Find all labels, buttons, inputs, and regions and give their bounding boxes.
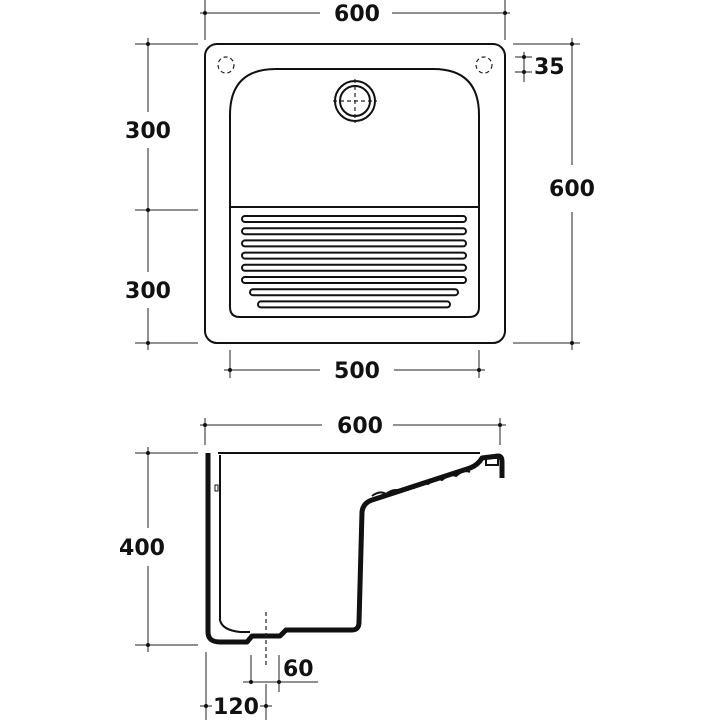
dim-top-width: 600 (200, 0, 510, 40)
washboard-rib (241, 227, 467, 236)
overflow-slot (214, 484, 219, 492)
dim-label-500: 500 (334, 359, 380, 384)
sink-outline (204, 43, 506, 344)
lip-detail (485, 457, 499, 466)
dim-right-depth: 600 (513, 38, 595, 350)
washboard-rib (241, 276, 467, 284)
washboard-ribs (241, 215, 467, 309)
dim-hole-offset: 35 (515, 52, 565, 82)
washboard-rib (249, 288, 459, 297)
tap-hole-left (217, 56, 235, 74)
dim-label-300-lower: 300 (125, 279, 171, 304)
top-view: 600 300 300 600 35 500 (125, 0, 595, 384)
dim-label-600-side: 600 (337, 414, 383, 439)
dim-label-300-upper: 300 (125, 119, 171, 144)
dim-label-400: 400 (119, 536, 165, 561)
section-ribs (371, 470, 471, 497)
dim-label-35: 35 (534, 55, 565, 80)
dim-side-height: 400 (119, 447, 198, 652)
dim-left-depth: 300 300 (125, 38, 198, 350)
washboard-rib (241, 215, 467, 223)
dim-drain-width: 60 (243, 655, 318, 692)
tap-hole-right (475, 56, 493, 74)
side-view: 600 400 60 120 (119, 414, 506, 720)
dim-label-600-top: 600 (334, 2, 380, 27)
section-profile (205, 453, 505, 645)
dim-basin-width: 500 (224, 350, 485, 384)
dim-label-60: 60 (283, 657, 314, 682)
section-inner-wall (219, 455, 250, 633)
basin-outline (229, 68, 480, 318)
washboard-rib (241, 239, 467, 248)
dim-side-width: 600 (200, 414, 506, 445)
washboard-rib (241, 263, 467, 272)
dim-label-600-right: 600 (549, 177, 595, 202)
dim-label-120: 120 (213, 695, 259, 720)
washboard-rib (257, 300, 451, 309)
dim-drain-offset: 120 (200, 652, 272, 720)
washboard-rib (241, 251, 467, 260)
